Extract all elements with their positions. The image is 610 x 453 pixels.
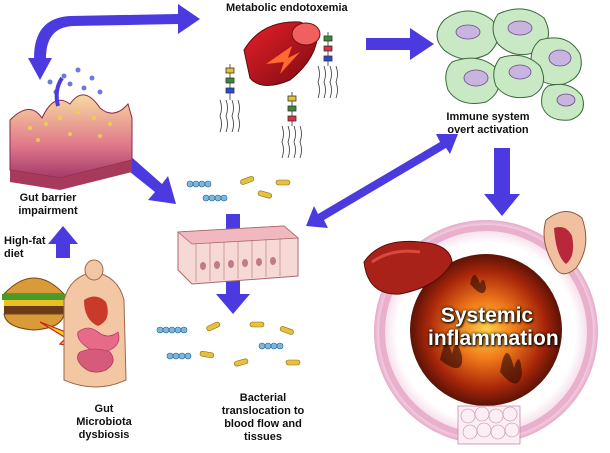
- label-bacterial-translocation: Bacterial translocation to blood flow an…: [221, 392, 305, 443]
- label-systemic-inflammation: Systemic inflammation: [428, 304, 559, 350]
- human-gut-anatomy-illustration: [63, 259, 127, 388]
- bacteria-cluster-mid: [186, 176, 291, 202]
- burger-illustration: [2, 277, 66, 331]
- arrow-gut-to-endotoxemia: [28, 4, 200, 80]
- immune-cells-illustration: [436, 8, 584, 121]
- muscle-illustration: [543, 211, 587, 275]
- label-high-fat-diet: High-fat diet: [4, 235, 46, 260]
- liver-illustration: [363, 240, 453, 295]
- arrow-dysbiosis-up-to-barrier: [48, 226, 78, 258]
- label-immune-activation: Immune system overt activation: [446, 111, 530, 136]
- bacteria-cluster-bottom: [156, 321, 301, 367]
- label-gut-dysbiosis: Gut Microbiota dysbiosis: [76, 403, 132, 441]
- label-metabolic-endotoxemia: Metabolic endotoxemia: [226, 2, 348, 14]
- gut-barrier-illustration: [9, 67, 133, 190]
- lps-molecules: [219, 32, 338, 159]
- adipose-tissue-illustration: [457, 405, 521, 445]
- blood-vessel-illustration: [243, 21, 321, 86]
- label-gut-barrier: Gut barrier impairment: [18, 192, 78, 217]
- arrow-endotoxemia-to-immune: [366, 28, 434, 60]
- arrow-immune-bacteria-bidirectional: [306, 134, 458, 228]
- intestinal-epithelium-illustration: [176, 225, 300, 285]
- arrow-gut-to-bacteria: [120, 154, 176, 204]
- arrow-immune-down-to-inflammation: [484, 148, 520, 216]
